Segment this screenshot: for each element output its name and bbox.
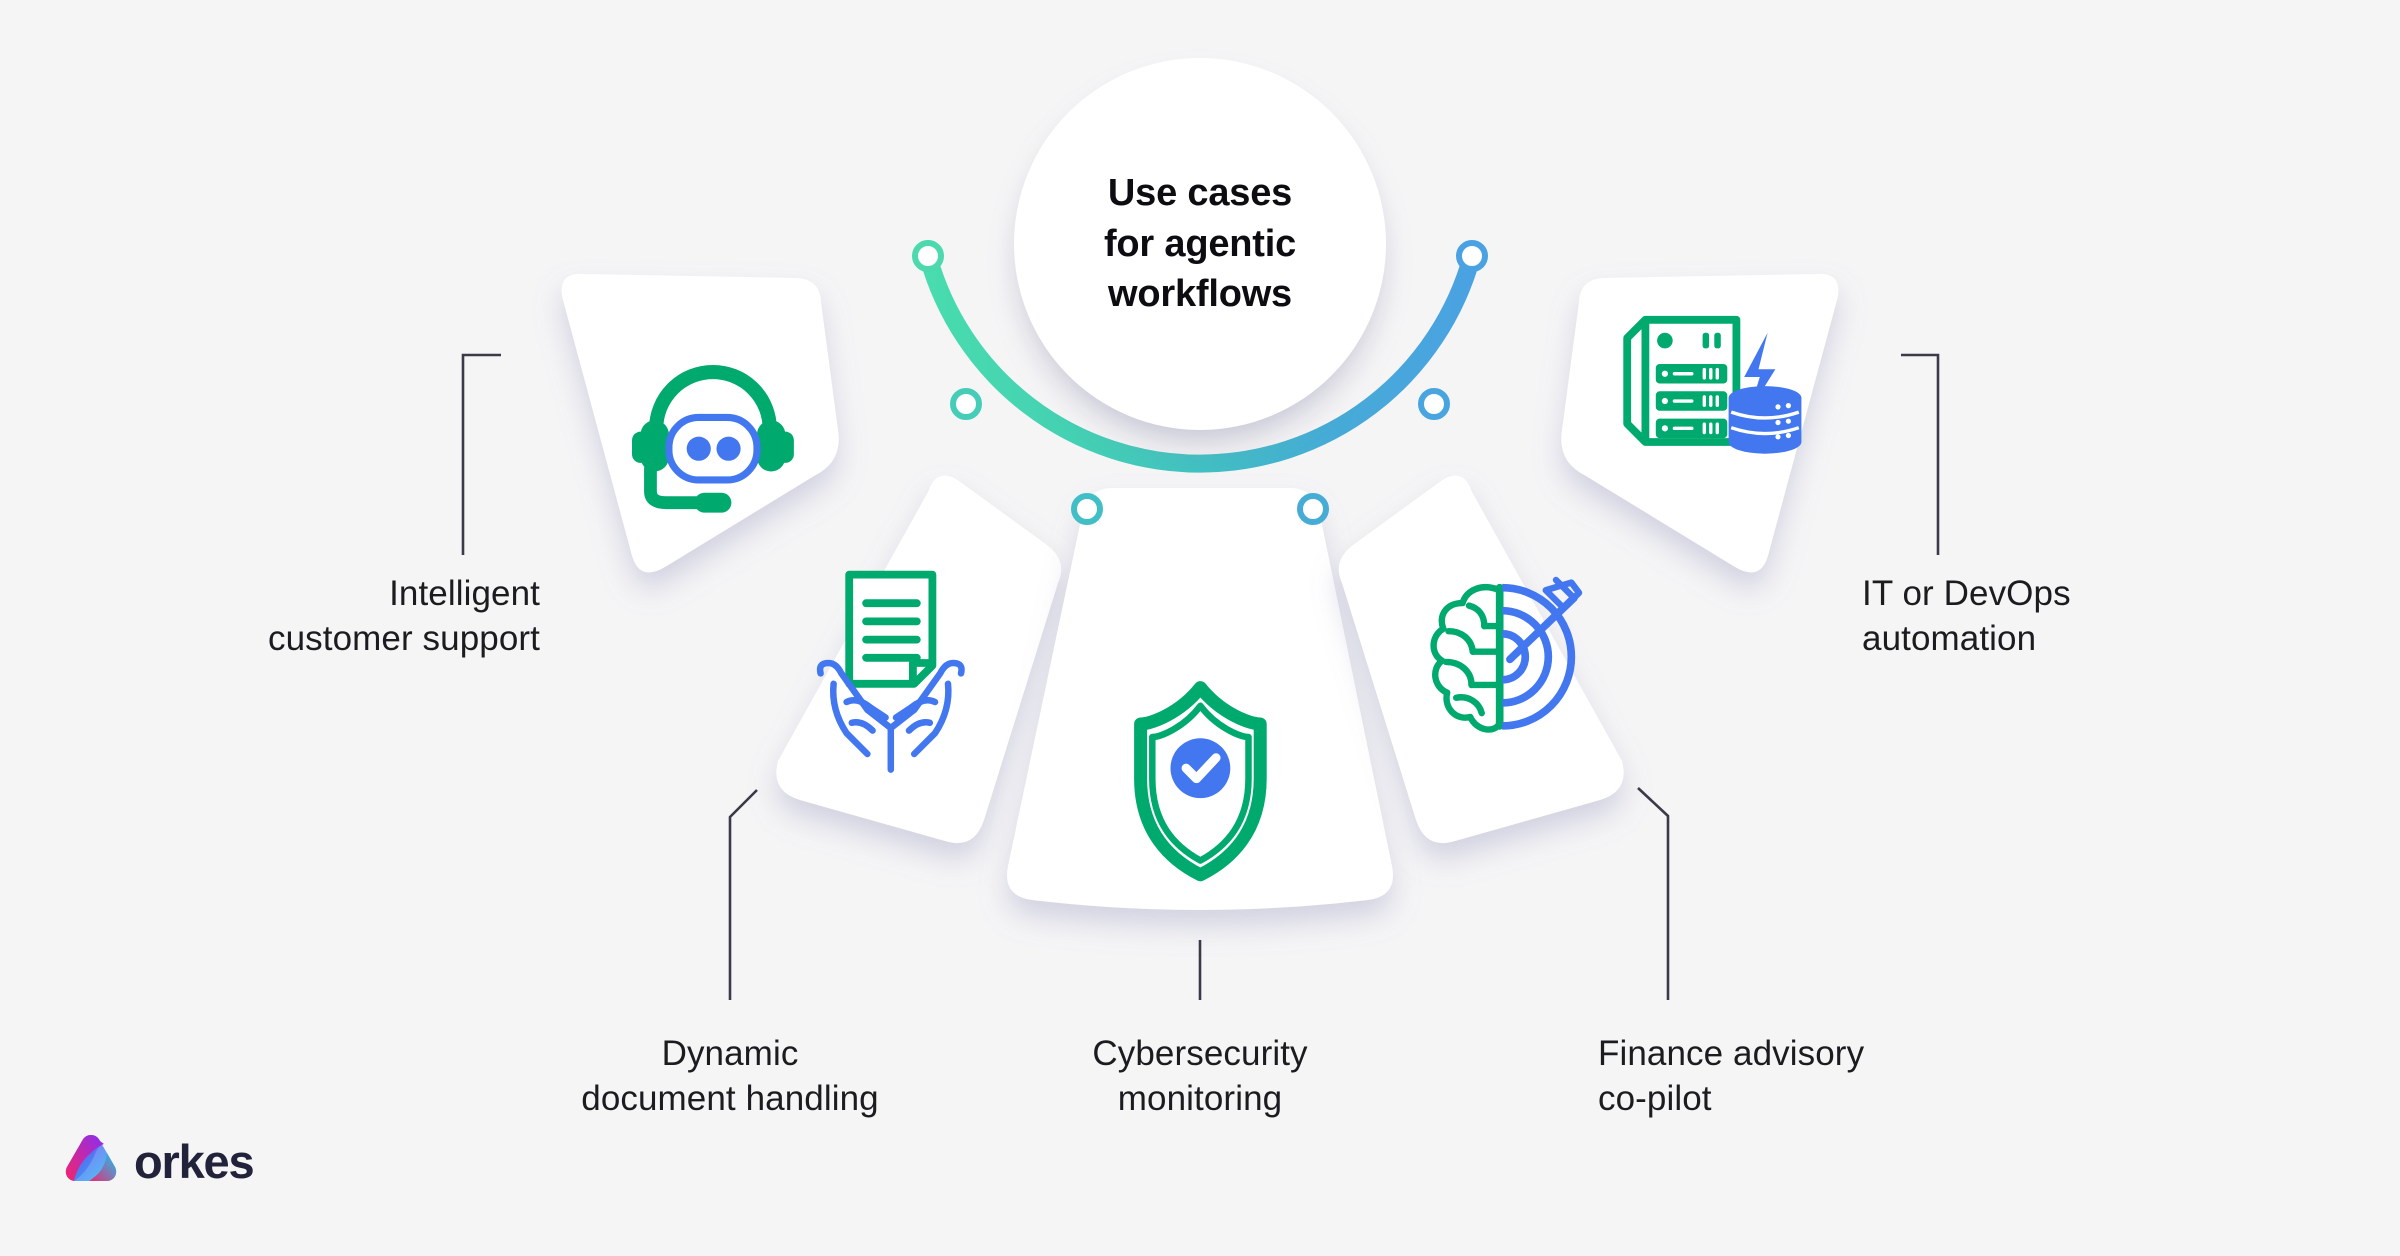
shield-check-icon — [1134, 681, 1267, 882]
orkes-logo[interactable]: orkes — [62, 1132, 255, 1190]
petal-finance-advisory-co-pilot[interactable] — [1338, 475, 1624, 844]
server-database-bolt-icon — [1623, 315, 1802, 454]
support-robot-headset-icon — [632, 365, 794, 513]
label-it-or-devops-automation: IT or DevOps automation — [1862, 574, 2071, 658]
arc-node-1[interactable] — [912, 240, 944, 272]
arc-node-2[interactable] — [950, 388, 982, 420]
connector-dynamic-document-handling — [728, 789, 758, 1000]
label-cybersecurity-monitoring: Cybersecurity monitoring — [1092, 1034, 1308, 1118]
orkes-wordmark: orkes — [134, 1134, 255, 1188]
brain-target-arrow-icon — [1430, 576, 1583, 733]
gradient-arc — [919, 247, 1481, 473]
document-in-hands-icon — [816, 570, 965, 773]
arc-node-5[interactable] — [1418, 388, 1450, 420]
center-circle: Use cases for agentic workflows — [1014, 58, 1386, 430]
label-intelligent-customer-support: Intelligent customer support — [268, 574, 540, 658]
label-dynamic-document-handling: Dynamic document handling — [581, 1034, 879, 1118]
orkes-mark-icon — [65, 1135, 117, 1181]
connector-lines-group — [461, 353, 1940, 1000]
center-title: Use cases for agentic workflows — [1103, 172, 1297, 316]
label-finance-advisory-co-pilot: Finance advisory co-pilot — [1598, 1034, 1865, 1118]
arc-node-group — [912, 240, 1488, 525]
arc-node-6[interactable] — [1456, 240, 1488, 272]
connector-finance-advisory-co-pilot — [1637, 787, 1670, 1000]
arc-node-4[interactable] — [1297, 493, 1329, 525]
connector-intelligent-customer-support — [461, 353, 501, 555]
arc-node-3[interactable] — [1071, 493, 1103, 525]
connector-it-or-devops-automation — [1901, 353, 1940, 555]
